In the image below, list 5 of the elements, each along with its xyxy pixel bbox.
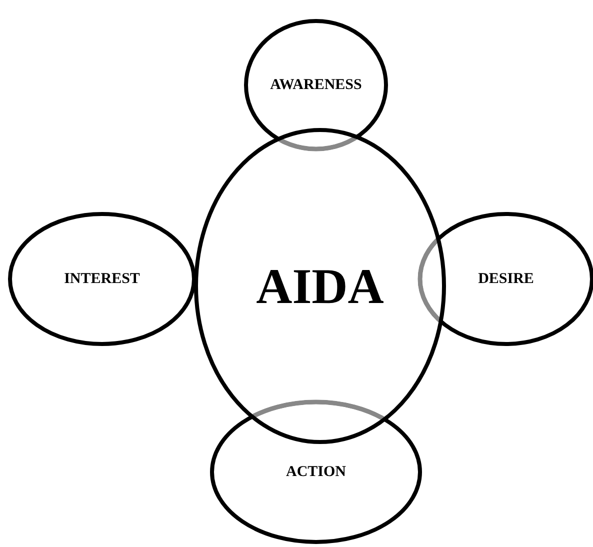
center-title: AIDA <box>256 257 384 315</box>
stage-label: AWARENESS <box>270 76 362 94</box>
stage-label: ACTION <box>286 464 346 480</box>
stage-label: DESIRE <box>478 270 534 288</box>
stage-label: INTEREST <box>64 270 140 288</box>
